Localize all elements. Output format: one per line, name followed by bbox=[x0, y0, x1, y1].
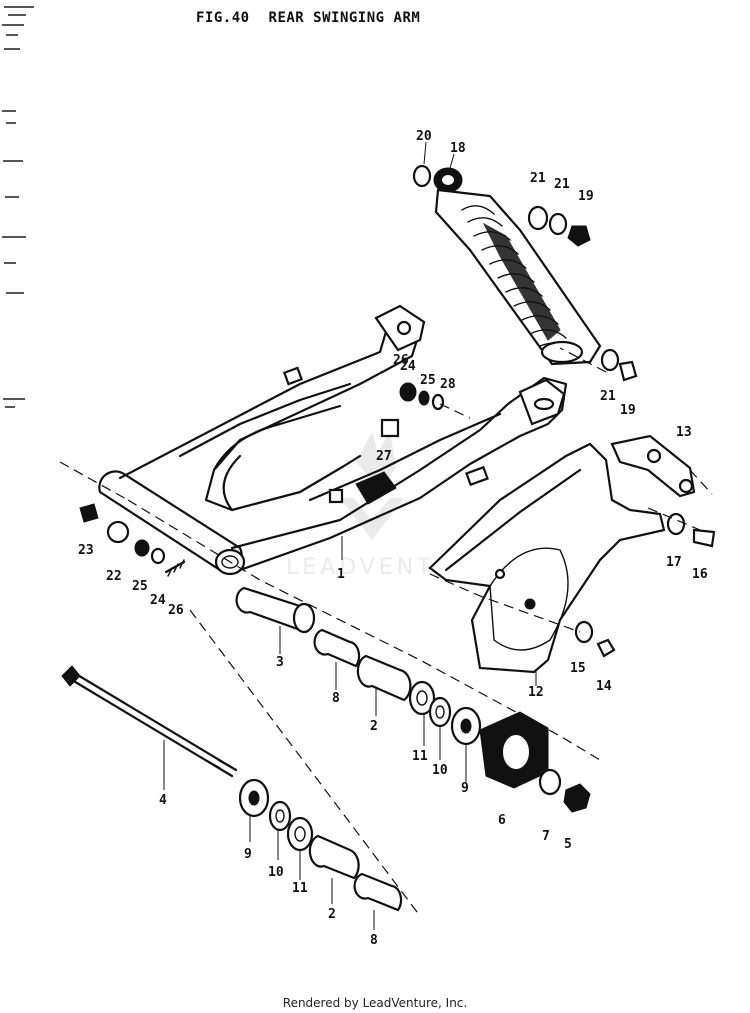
part-label-23: 23 bbox=[78, 543, 94, 558]
part-label-2-upper: 2 bbox=[370, 719, 378, 734]
part-label-7: 7 bbox=[542, 829, 550, 844]
part-number-labels: 1 2 2 3 4 5 6 7 8 8 9 9 10 10 11 11 12 1… bbox=[78, 129, 708, 948]
part-label-15: 15 bbox=[570, 661, 586, 676]
part-label-26-upper: 26 bbox=[393, 353, 409, 368]
part-label-24-upper: 24 bbox=[400, 359, 416, 374]
part-label-11-left: 11 bbox=[292, 881, 308, 896]
part-label-9-right: 9 bbox=[461, 781, 469, 796]
leader-lines bbox=[163, 141, 537, 930]
watermark-text: LEADVENT bbox=[286, 555, 435, 580]
part-label-16: 16 bbox=[692, 567, 708, 582]
rear-torque-bracket bbox=[428, 434, 696, 674]
part-label-18: 18 bbox=[450, 141, 466, 156]
scan-noise bbox=[2, 6, 34, 408]
part-label-3: 3 bbox=[276, 655, 284, 670]
part-label-19-top: 19 bbox=[578, 189, 594, 204]
part-label-28: 28 bbox=[440, 377, 456, 392]
part-label-1: 1 bbox=[337, 567, 345, 582]
part-label-13: 13 bbox=[676, 425, 692, 440]
figure-name: REAR SWINGING ARM bbox=[268, 10, 421, 26]
part-label-27: 27 bbox=[376, 449, 392, 464]
part-label-21-lower: 21 bbox=[600, 389, 616, 404]
part-label-21-left: 21 bbox=[530, 171, 546, 186]
part-label-25-lower: 25 bbox=[132, 579, 148, 594]
figure-number: FIG.40 bbox=[196, 10, 250, 26]
part-label-22: 22 bbox=[106, 569, 122, 584]
part-label-4: 4 bbox=[159, 793, 167, 808]
part-label-8-upper: 8 bbox=[332, 691, 340, 706]
assembly-center-lines bbox=[59, 347, 713, 917]
swing-arm bbox=[98, 304, 568, 576]
part-label-8-lower: 8 bbox=[370, 933, 378, 948]
watermark-logo: LEADVENT bbox=[286, 430, 435, 580]
part-label-25-upper: 25 bbox=[420, 373, 436, 388]
part-label-10-left: 10 bbox=[268, 865, 284, 880]
part-label-19-bottom: 19 bbox=[620, 403, 636, 418]
part-label-21-right: 21 bbox=[554, 177, 570, 192]
figure-title: FIG.40 REAR SWINGING ARM bbox=[196, 10, 430, 26]
part-label-5: 5 bbox=[564, 837, 572, 852]
rendered-by-footer: Rendered by LeadVenture, Inc. bbox=[282, 996, 468, 1010]
part-label-26-lower: 26 bbox=[168, 603, 184, 618]
part-label-6: 6 bbox=[498, 813, 506, 828]
part-label-11-right: 11 bbox=[412, 749, 428, 764]
part-label-17: 17 bbox=[666, 555, 682, 570]
part-label-12: 12 bbox=[528, 685, 544, 700]
part-label-9-left: 9 bbox=[244, 847, 252, 862]
rear-shock-absorber bbox=[433, 167, 602, 366]
part-label-14: 14 bbox=[596, 679, 612, 694]
part-label-24-lower: 24 bbox=[150, 593, 166, 608]
part-label-10-right: 10 bbox=[432, 763, 448, 778]
part-label-2-lower: 2 bbox=[328, 907, 336, 922]
pivot-shaft-assembly bbox=[61, 164, 716, 912]
part-label-20: 20 bbox=[416, 129, 432, 144]
